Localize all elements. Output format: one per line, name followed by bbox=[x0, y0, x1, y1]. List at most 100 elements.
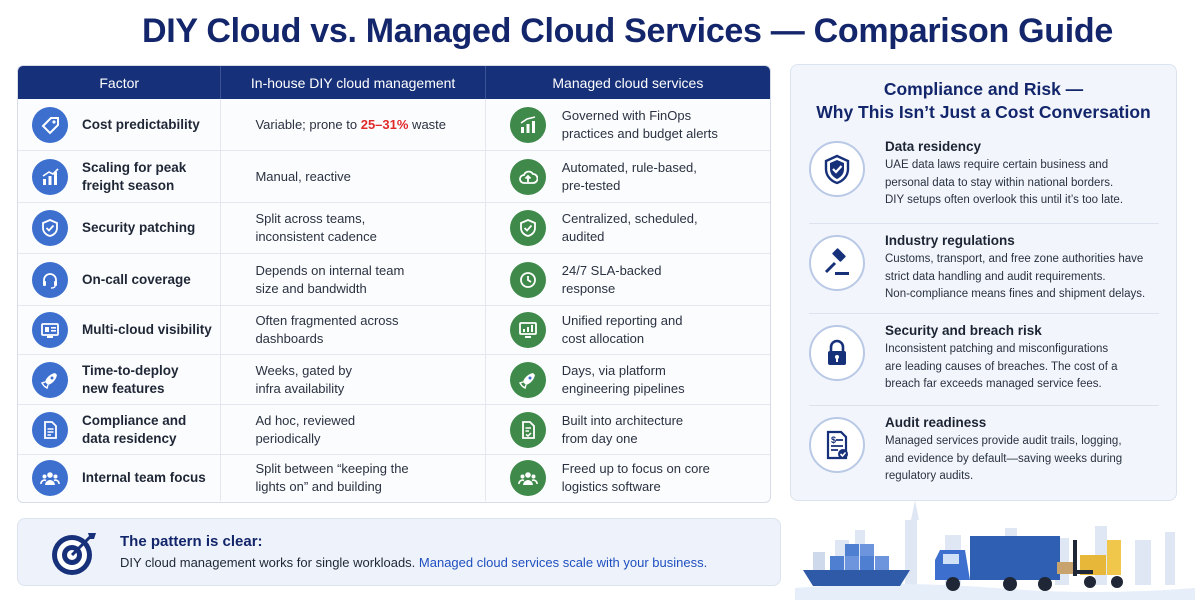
banner-text-accent: Managed cloud services scale with your b… bbox=[418, 555, 708, 570]
factor-label-line: On-call coverage bbox=[82, 271, 191, 287]
team-icon bbox=[32, 460, 68, 496]
panel-divider bbox=[809, 405, 1159, 406]
factor-label-line: Multi-cloud visibility bbox=[82, 322, 212, 337]
diy-text-part: inconsistent cadence bbox=[255, 229, 377, 244]
diy-text-part: lights on” and building bbox=[255, 479, 382, 494]
tag-icon bbox=[32, 106, 68, 143]
diy-text-line: Split between “keeping the bbox=[255, 460, 408, 478]
table-row: Internal team focus Split between “keepin… bbox=[18, 454, 770, 501]
factor-cell: Multi-cloud visibility bbox=[18, 306, 220, 354]
diy-text-line: Weeks, gated by bbox=[255, 362, 352, 380]
banner-text: DIY cloud management works for single wo… bbox=[120, 555, 707, 570]
waste-percentage: 25–31% bbox=[360, 116, 409, 132]
header-managed: Managed cloud services bbox=[484, 66, 770, 99]
clock-24-icon bbox=[509, 261, 546, 298]
managed-text-line: Governed with FinOps bbox=[561, 107, 692, 123]
team-icon bbox=[509, 460, 546, 496]
factor-label-line: Time-to-deploy bbox=[82, 362, 179, 378]
diy-text-part: Split between “keeping the bbox=[255, 461, 409, 476]
risk-heading: Audit readiness bbox=[885, 415, 987, 430]
cloud-upload-icon bbox=[509, 158, 546, 195]
diy-text: Split between “keeping the lights on” and… bbox=[255, 460, 408, 496]
managed-text-line: Unified reporting and bbox=[561, 313, 683, 328]
risk-description-line: Inconsistent patching and misconfigurati… bbox=[885, 343, 1109, 355]
document-icon bbox=[32, 411, 68, 448]
pattern-banner: The pattern is clear: DIY cloud manageme… bbox=[17, 518, 781, 586]
diy-text-part: Weeks, gated by bbox=[255, 362, 353, 378]
factor-label-line: new features bbox=[82, 380, 165, 396]
diy-cell: Split between “keeping the lights on” and… bbox=[220, 455, 484, 501]
diy-text-line: lights on” and building bbox=[255, 478, 408, 496]
managed-cell: Centralized, scheduled, audited bbox=[484, 203, 770, 253]
managed-text-line: cost allocation bbox=[561, 331, 645, 346]
risk-description: Customs, transport, and free zone author… bbox=[885, 251, 1145, 304]
managed-text-line: practices and budget alerts bbox=[561, 125, 718, 141]
risk-description-line: and evidence by default—saving weeks dur… bbox=[885, 452, 1123, 465]
factor-label: Internal team focus bbox=[82, 469, 206, 487]
risk-heading: Data residency bbox=[885, 139, 982, 154]
risk-description-line: strict data handling and audit requireme… bbox=[885, 270, 1106, 283]
logistics-illustration bbox=[795, 500, 1195, 600]
document-check-icon bbox=[509, 411, 546, 448]
diy-text-part: Split across teams, bbox=[255, 211, 366, 226]
managed-text-line: Centralized, scheduled, bbox=[561, 211, 698, 226]
managed-text-line: Days, via platform bbox=[561, 362, 666, 378]
dashboard-icon bbox=[32, 312, 68, 348]
managed-text: Governed with FinOps practices and budget… bbox=[562, 107, 718, 143]
svg-text:$: $ bbox=[831, 435, 836, 445]
managed-text-line: audited bbox=[561, 229, 605, 244]
panel-title-line: Compliance and Risk — bbox=[883, 79, 1084, 99]
comparison-table: Factor In-house DIY cloud management Man… bbox=[17, 65, 771, 503]
managed-text-line: from day one bbox=[561, 430, 638, 446]
factor-label: Multi-cloud visibility bbox=[82, 321, 212, 339]
audit-document-icon: $ bbox=[809, 417, 865, 473]
compliance-risk-panel: Compliance and Risk — Why This Isn’t Jus… bbox=[790, 64, 1177, 501]
diy-text-line: Often fragmented across bbox=[255, 312, 398, 330]
lock-icon bbox=[809, 325, 865, 381]
diy-text: Manual, reactive bbox=[255, 168, 350, 186]
diy-text-line: Split across teams, bbox=[255, 210, 376, 228]
managed-text-line: engineering pipelines bbox=[561, 380, 685, 396]
diy-text-line: Manual, reactive bbox=[255, 168, 350, 186]
diy-text-line: periodically bbox=[255, 430, 355, 448]
panel-divider bbox=[809, 313, 1159, 314]
managed-cell: Built into architecture from day one bbox=[484, 405, 770, 454]
bar-chart-icon bbox=[32, 158, 68, 195]
factor-cell: Internal team focus bbox=[18, 455, 220, 501]
managed-text-line: response bbox=[561, 280, 616, 296]
risk-description: Inconsistent patching and misconfigurati… bbox=[885, 341, 1118, 394]
table-row: Time-to-deploy new features Weeks, gated b… bbox=[18, 354, 770, 404]
monitor-chart-icon bbox=[509, 312, 546, 348]
factor-label-line: Cost predictability bbox=[82, 116, 200, 132]
diy-cell: Split across teams, inconsistent cadence bbox=[220, 203, 484, 253]
factor-label: Time-to-deploy new features bbox=[82, 362, 179, 398]
risk-description: Managed services provide audit trails, l… bbox=[885, 433, 1122, 486]
diy-text-line: Depends on internal team bbox=[255, 262, 404, 280]
growth-chart-icon bbox=[509, 106, 546, 143]
risk-description-line: personal data to stay within national bo… bbox=[885, 176, 1114, 189]
panel-title-line: Why This Isn’t Just a Cost Conversation bbox=[816, 102, 1151, 122]
diy-text-part: size and bandwidth bbox=[255, 280, 367, 296]
managed-text: Centralized, scheduled, audited bbox=[562, 210, 698, 246]
managed-text-line: Built into architecture bbox=[561, 412, 684, 428]
risk-description-line: Managed services provide audit trails, l… bbox=[885, 435, 1122, 447]
rocket-icon bbox=[32, 361, 68, 398]
target-icon bbox=[52, 533, 96, 575]
diy-text-part: waste bbox=[408, 116, 447, 132]
gavel-icon bbox=[809, 235, 865, 291]
factor-label-line: Security patching bbox=[82, 220, 196, 235]
